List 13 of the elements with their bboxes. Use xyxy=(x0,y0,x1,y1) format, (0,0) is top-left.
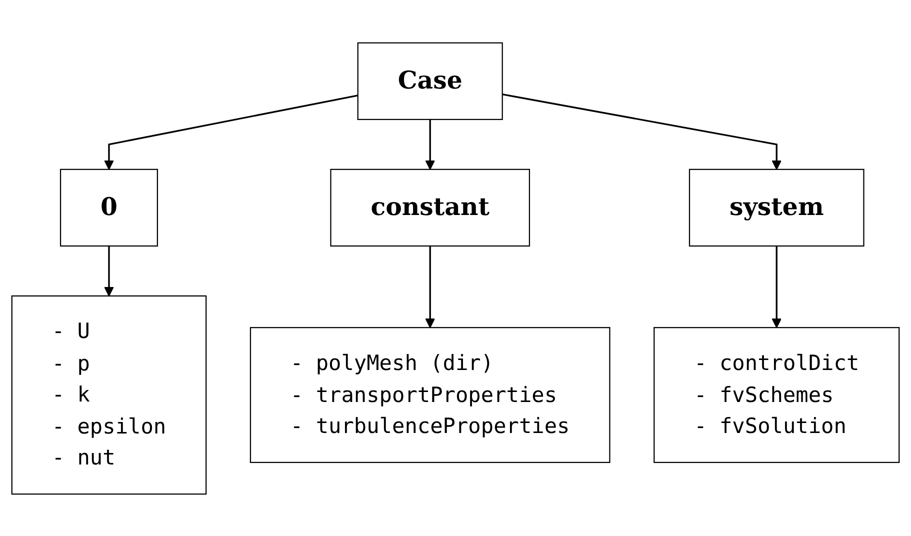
arrow xyxy=(104,246,114,296)
arrow xyxy=(772,246,782,328)
node-box: - U - p - k - epsilon - nut xyxy=(11,294,207,494)
arrow xyxy=(104,94,358,170)
node-box: - controlDict - fvSchemes - fvSolution xyxy=(654,326,900,462)
node-box: system xyxy=(688,168,864,246)
arrow xyxy=(502,93,782,170)
arrow xyxy=(425,246,435,328)
node-box: constant xyxy=(330,168,530,246)
node-box: - polyMesh (dir) - transportProperties - turbulenceProperties xyxy=(250,326,610,462)
node-box: Case xyxy=(357,42,503,120)
arrow xyxy=(425,118,435,170)
node-box: 0 xyxy=(60,168,158,246)
